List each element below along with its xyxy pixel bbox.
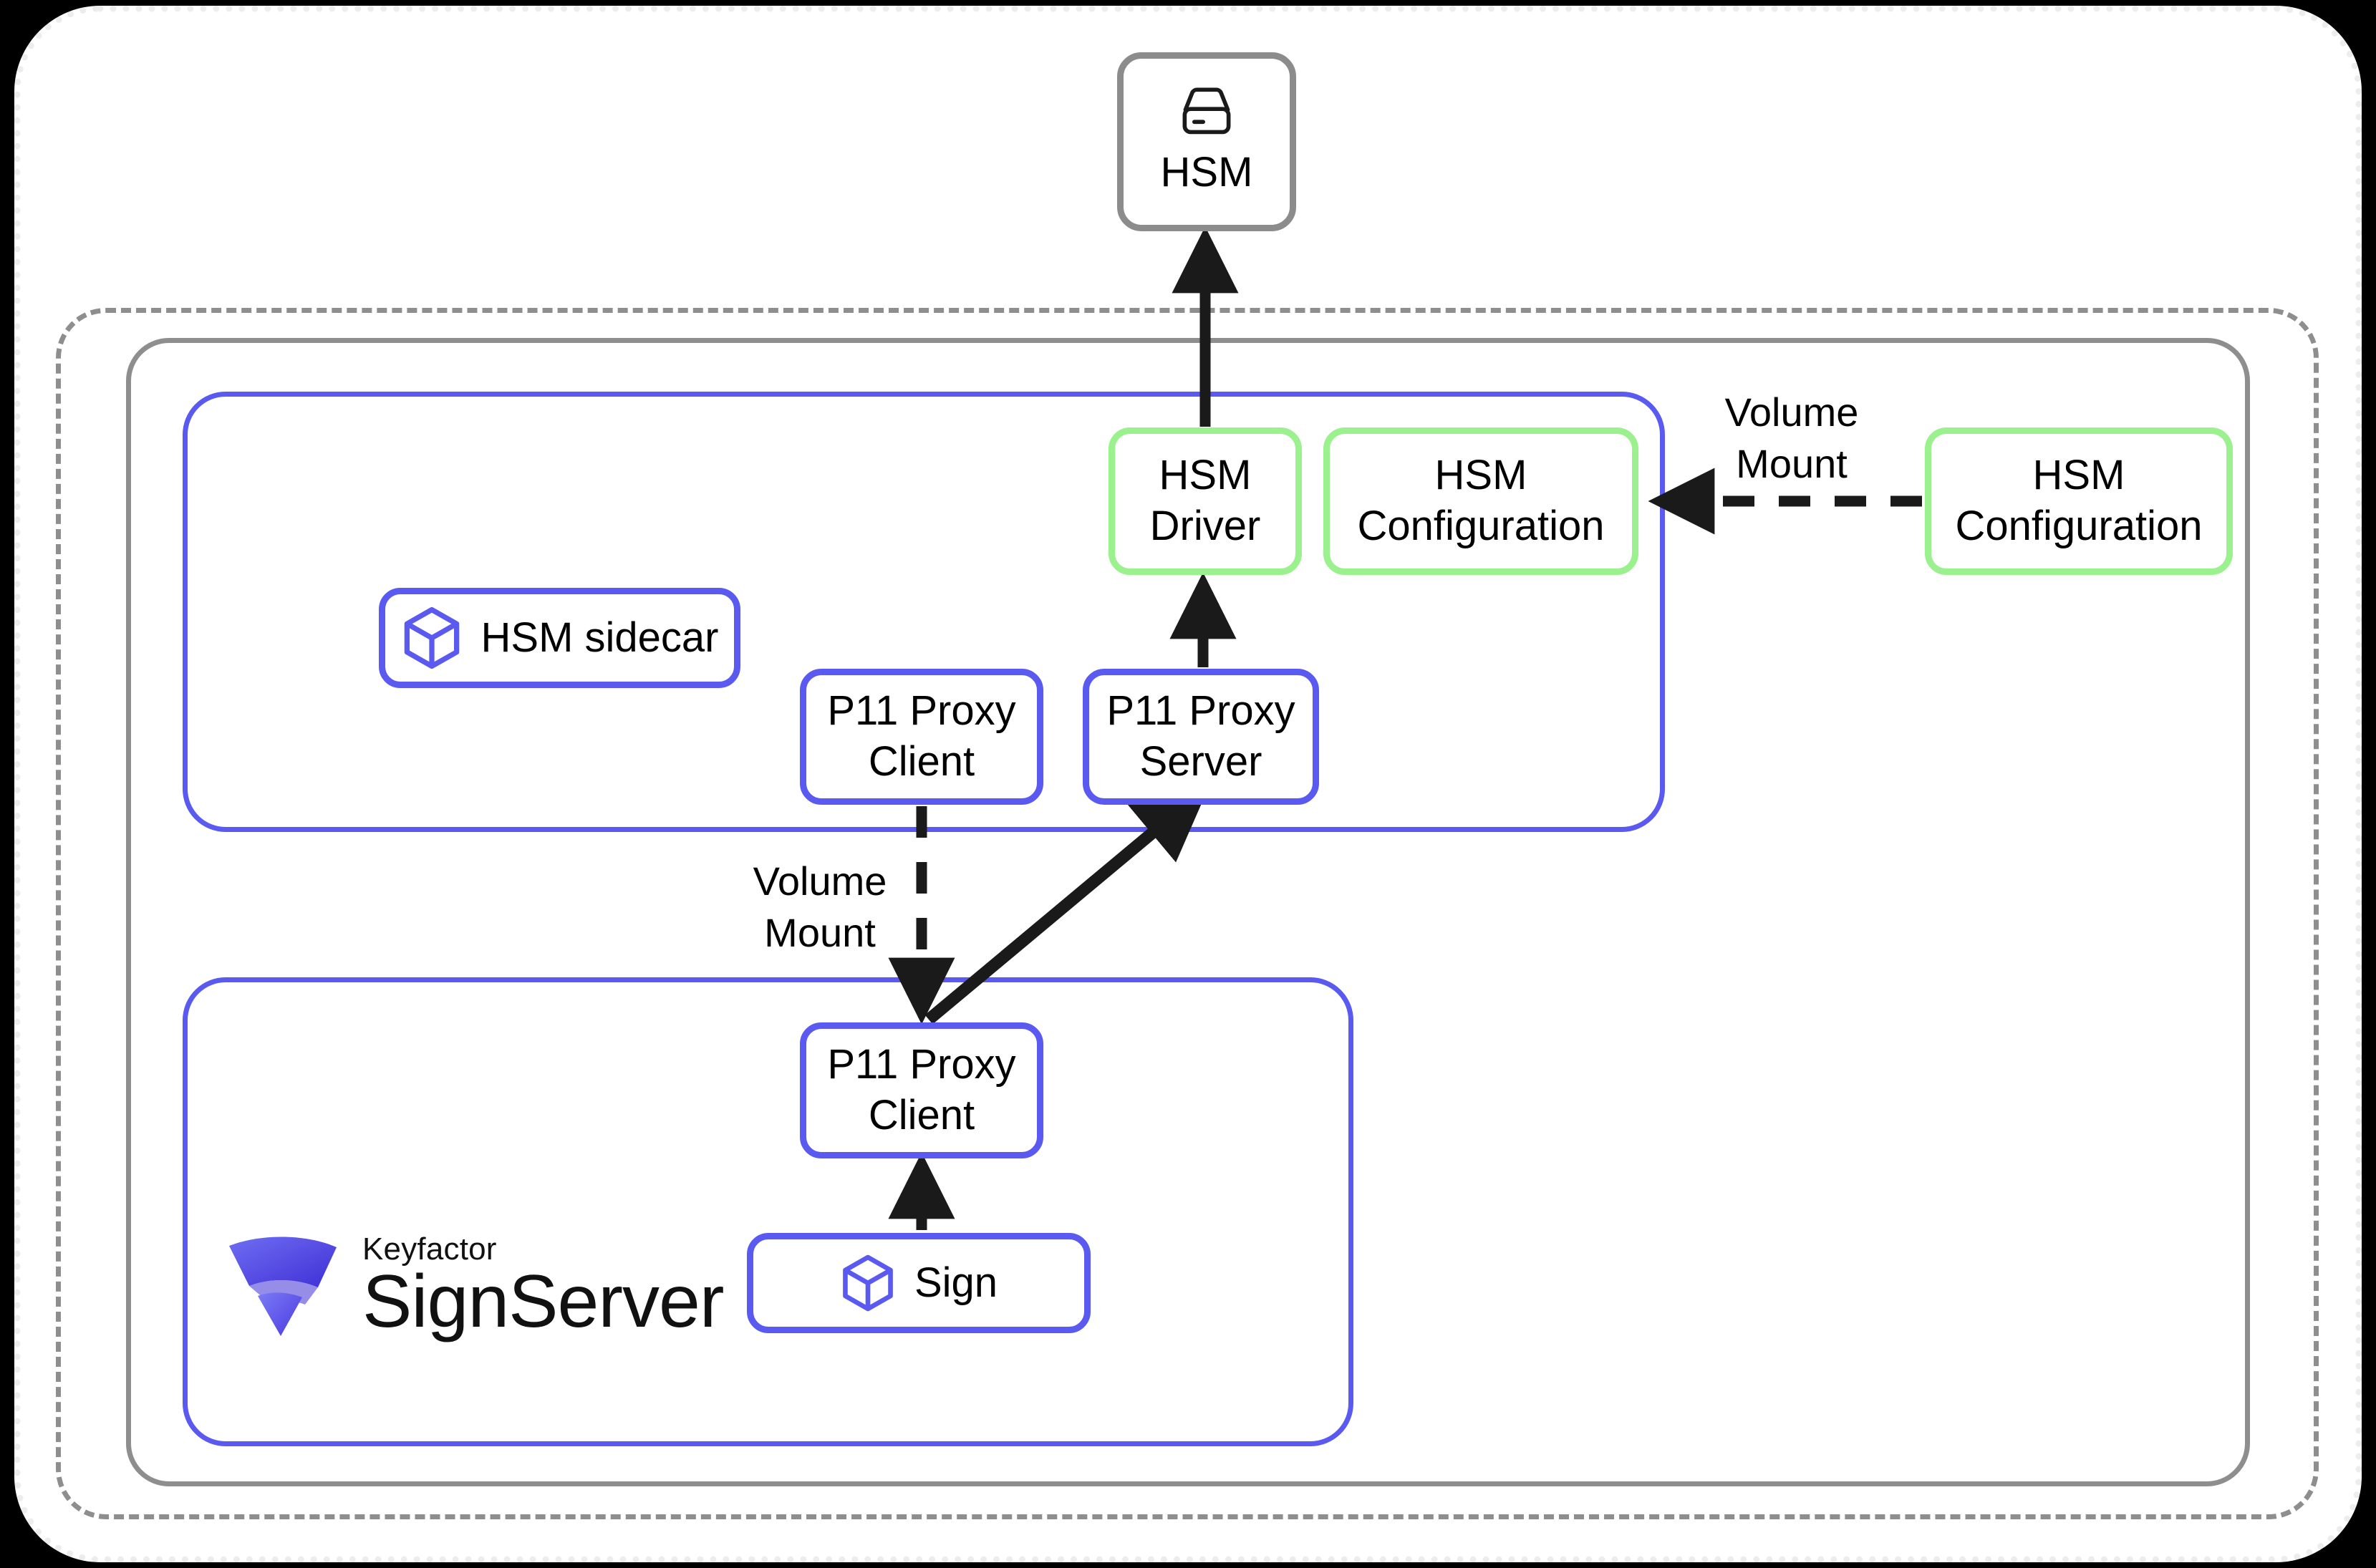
node-hsm-sidecar[interactable]: HSM sidecar: [379, 588, 740, 688]
signserver-brand: Keyfactor SignServer: [228, 1217, 729, 1353]
cube-icon: [840, 1254, 896, 1312]
node-p11-proxy-client-top[interactable]: P11 Proxy Client: [800, 669, 1043, 805]
node-hsm-configuration-external-label-1: HSM: [2032, 452, 2125, 499]
node-hsm-driver[interactable]: HSM Driver: [1109, 427, 1302, 575]
node-hsm[interactable]: HSM: [1117, 52, 1296, 231]
brand-signserver-label: SignServer: [362, 1260, 724, 1343]
node-hsm-driver-label-2: Driver: [1149, 503, 1261, 549]
node-hsm-driver-label-1: HSM: [1159, 452, 1252, 499]
cluster-boundary: [56, 308, 2319, 1519]
node-p11-proxy-client-bottom-label-1: P11 Proxy: [827, 1041, 1016, 1088]
node-sign-label: Sign: [914, 1259, 998, 1306]
node-hsm-configuration-external[interactable]: HSM Configuration: [1925, 427, 2233, 575]
node-hsm-sidecar-label: HSM sidecar: [480, 614, 719, 661]
signserver-pod-boundary: [183, 977, 1353, 1446]
node-p11-proxy-client-bottom-label-2: Client: [868, 1092, 975, 1138]
brand-keyfactor-label: Keyfactor: [362, 1231, 497, 1267]
edge-p11client-to-p11server: [924, 785, 1210, 1025]
server-icon: [1176, 86, 1237, 137]
node-hsm-configuration[interactable]: HSM Configuration: [1323, 427, 1638, 575]
node-hsm-configuration-external-label-2: Configuration: [1955, 503, 2203, 549]
edge-label-volume-mount-middle: Volume Mount: [753, 858, 887, 955]
keyfactor-logo-icon: [228, 1231, 344, 1339]
node-p11-proxy-server-label-2: Server: [1139, 738, 1262, 785]
cube-icon: [401, 606, 463, 670]
node-boundary: [126, 338, 2250, 1486]
edge-label-volume-mount-right: Volume Mount: [1724, 389, 1859, 486]
node-hsm-configuration-label-2: Configuration: [1357, 503, 1605, 549]
node-p11-proxy-client-bottom[interactable]: P11 Proxy Client: [800, 1022, 1043, 1158]
node-p11-proxy-client-top-label-2: Client: [868, 738, 975, 785]
node-p11-proxy-client-top-label-1: P11 Proxy: [827, 687, 1016, 735]
node-sign[interactable]: Sign: [747, 1233, 1091, 1333]
node-hsm-configuration-label-1: HSM: [1434, 452, 1527, 499]
node-p11-proxy-server[interactable]: P11 Proxy Server: [1083, 669, 1319, 805]
node-hsm-label: HSM: [1160, 148, 1253, 195]
node-p11-proxy-server-label-1: P11 Proxy: [1106, 687, 1295, 735]
